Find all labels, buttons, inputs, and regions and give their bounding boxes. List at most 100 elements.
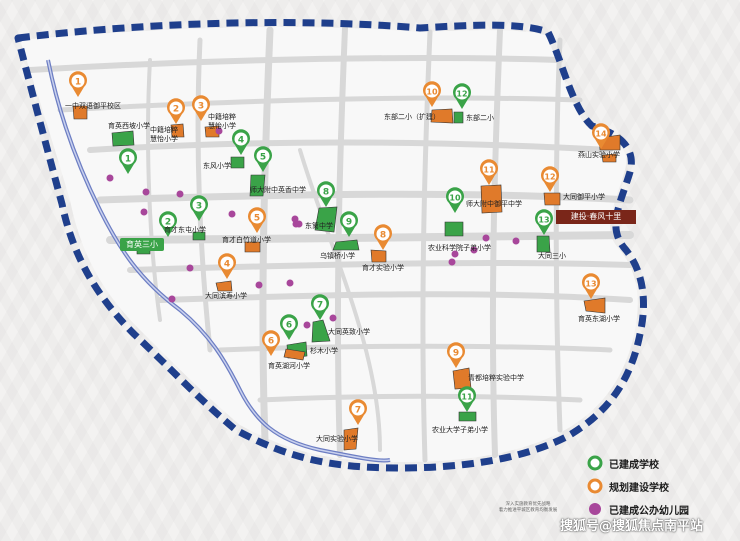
- planned-school-marker-8[interactable]: 8: [374, 224, 392, 250]
- marker-number: 7: [317, 301, 323, 311]
- kindergarten-dot[interactable]: [295, 220, 303, 228]
- marker-number: 10: [426, 88, 438, 97]
- school-label: 乌镇桥小学: [320, 252, 355, 260]
- built-school-marker-10[interactable]: 10: [446, 187, 465, 213]
- legend-planned-label: 规划建设学校: [609, 482, 669, 494]
- planned-school-marker-6[interactable]: 6: [261, 330, 280, 356]
- school-label: 育英东湖小学: [578, 315, 620, 323]
- kindergarten-dot[interactable]: [448, 258, 456, 266]
- kindergarten-dot[interactable]: [286, 279, 294, 287]
- built-school-marker-5[interactable]: 5: [254, 146, 272, 172]
- legend-built: 已建成学校: [587, 455, 659, 471]
- built-school-marker-12[interactable]: 12: [453, 83, 472, 109]
- built-school-marker-8[interactable]: 8: [317, 181, 335, 207]
- school-label: 慧怡小学: [150, 135, 178, 143]
- kindergarten-dot[interactable]: [176, 190, 184, 198]
- school-label: 大同三小: [538, 252, 566, 260]
- kindergarten-dot[interactable]: [451, 250, 459, 258]
- planned-school-marker-7[interactable]: 7: [349, 399, 367, 425]
- kindergarten-dot[interactable]: [215, 127, 223, 135]
- planned-school-marker-10[interactable]: 10: [423, 81, 441, 107]
- kindergarten-dot[interactable]: [291, 215, 299, 223]
- planned-school-marker-12[interactable]: 12: [541, 166, 560, 192]
- marker-number: 2: [173, 105, 179, 115]
- built-school-marker-13[interactable]: 13: [535, 209, 553, 235]
- built-school-marker-1[interactable]: 1: [119, 148, 137, 174]
- planned-school-marker-9[interactable]: 9: [446, 342, 465, 368]
- project-highlight-label: 建投·春风十里: [556, 210, 636, 224]
- planned-school-plot: [583, 297, 606, 314]
- built-school-marker-2[interactable]: 2: [159, 211, 177, 237]
- planned-school-plot: [480, 184, 503, 214]
- built-school-marker-4[interactable]: 4: [232, 129, 250, 155]
- planned-school-marker-13[interactable]: 13: [582, 273, 600, 299]
- marker-number: 4: [224, 260, 230, 270]
- planned-school-plot: [283, 348, 306, 361]
- marker-number: 5: [260, 153, 266, 163]
- planned-school-marker-3[interactable]: 3: [191, 95, 210, 121]
- kindergarten-dot[interactable]: [228, 210, 236, 218]
- credit-line: 深入实施教育优先战略: [505, 502, 551, 507]
- built-school-marker-6[interactable]: 6: [280, 314, 298, 340]
- marker-number: 11: [461, 393, 473, 402]
- planned-school-plot: [343, 427, 359, 451]
- kindergarten-dot[interactable]: [303, 321, 311, 329]
- kindergarten-dot[interactable]: [470, 246, 478, 254]
- kindergarten-dot[interactable]: [255, 281, 263, 289]
- built-school-marker-9[interactable]: 9: [340, 211, 358, 237]
- school-label: 师大附中英香中学: [250, 186, 306, 194]
- marker-number: 9: [453, 349, 459, 359]
- marker-number: 2: [165, 218, 171, 228]
- built-school-marker-11[interactable]: 11: [458, 386, 476, 412]
- planned-school-marker-14[interactable]: 14: [592, 123, 611, 149]
- marker-number: 8: [323, 188, 329, 198]
- planned-school-plot: [170, 123, 185, 138]
- school-label: 大同英致小学: [328, 328, 370, 336]
- built-school-plot: [111, 130, 135, 147]
- school-label: 东篱中学: [305, 222, 333, 230]
- kindergarten-dot[interactable]: [168, 295, 176, 303]
- kindergarten-dot[interactable]: [106, 174, 114, 182]
- kindergarten-dot[interactable]: [186, 264, 194, 272]
- marker-number: 14: [595, 130, 607, 139]
- planned-school-plot: [215, 280, 233, 292]
- marker-number: 7: [355, 406, 361, 416]
- school-label: 农业大学子弟小学: [432, 426, 488, 434]
- district-boundary: [14, 19, 647, 472]
- built-school-marker-7[interactable]: 7: [311, 294, 329, 320]
- kindergarten-dot[interactable]: [482, 234, 490, 242]
- planned-school-marker-2[interactable]: 2: [167, 98, 185, 124]
- planned-school-plot: [601, 153, 617, 163]
- kindergarten-dot[interactable]: [140, 208, 148, 216]
- school-label: 东部二小（扩建）: [384, 113, 440, 121]
- purple-dot-icon: [589, 503, 601, 515]
- kindergarten-dot[interactable]: [142, 188, 150, 196]
- marker-number: 12: [544, 173, 555, 182]
- school-label: 育才东屯小学: [164, 226, 206, 234]
- marker-number: 1: [125, 155, 131, 165]
- school-label: 农业科学院子弟小学: [428, 244, 491, 252]
- school-label: 东风小学: [203, 162, 231, 170]
- built-school-plot: [453, 111, 464, 124]
- marker-number: 11: [483, 166, 495, 175]
- kindergarten-dot[interactable]: [329, 314, 337, 322]
- planned-school-marker-1[interactable]: 1: [68, 71, 87, 97]
- credit-line: 着力推进平城区教育均衡发展: [498, 508, 558, 513]
- school-label: 东部二小: [466, 114, 494, 122]
- school-label: 育英西坡小学: [108, 122, 150, 130]
- built-school-plot: [458, 411, 477, 422]
- planned-school-marker-4[interactable]: 4: [218, 253, 236, 279]
- school-label: 一中双语御平校区: [65, 102, 121, 110]
- built-school-marker-3[interactable]: 3: [190, 195, 209, 221]
- planned-school-marker-5[interactable]: 5: [248, 207, 266, 233]
- kindergarten-dot[interactable]: [512, 237, 520, 245]
- built-school-plot: [444, 221, 464, 237]
- marker-number: 9: [346, 218, 352, 228]
- built-school-plot: [230, 156, 245, 169]
- marker-number: 8: [380, 231, 386, 241]
- planned-school-marker-11[interactable]: 11: [480, 159, 499, 185]
- built-school-plot: [249, 174, 266, 197]
